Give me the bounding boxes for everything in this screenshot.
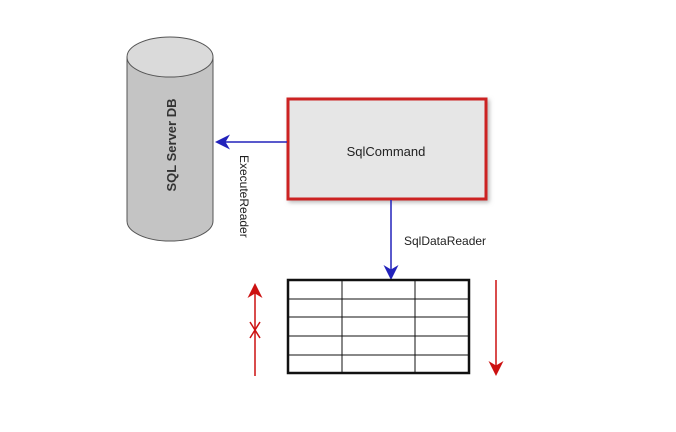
execute-reader-label: ExecuteReader — [237, 155, 251, 238]
sqlcommand-label: SqlCommand — [347, 144, 426, 159]
database-cylinder: SQL Server DB — [126, 36, 214, 242]
sqldatareader-label: SqlDataReader — [404, 234, 486, 248]
backward-not-allowed-arrow — [247, 283, 263, 376]
cross-icon — [249, 321, 261, 339]
database-label: SQL Server DB — [164, 99, 179, 192]
sqlcommand-box: SqlCommand — [286, 97, 488, 201]
result-table — [286, 278, 471, 375]
